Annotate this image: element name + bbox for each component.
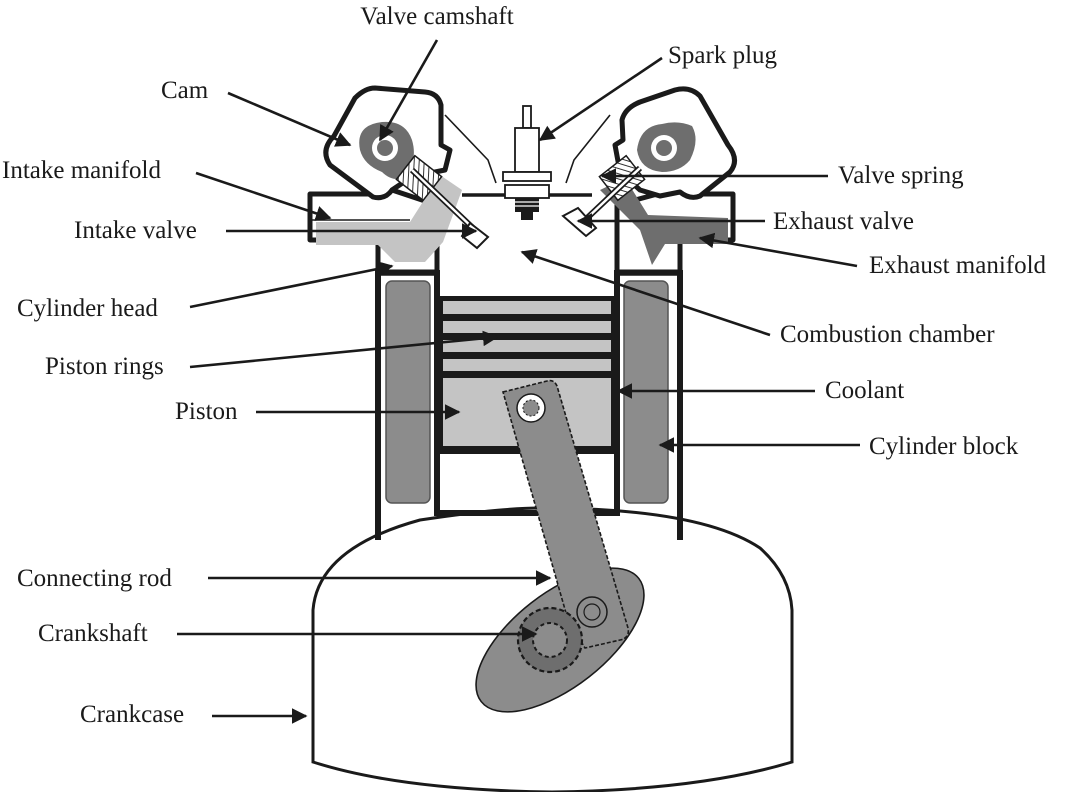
label-spark-plug: Spark plug (668, 42, 778, 69)
intake-cam (359, 121, 414, 180)
label-intake-valve: Intake valve (74, 217, 197, 244)
label-piston: Piston (175, 398, 238, 425)
connecting-rod (502, 379, 630, 649)
label-coolant: Coolant (825, 377, 904, 404)
leader-lines (177, 39, 860, 724)
label-combustion-chamber: Combustion chamber (780, 321, 995, 348)
exhaust-cam (637, 122, 696, 172)
crankshaft (516, 606, 584, 674)
label-connecting-rod: Connecting rod (17, 565, 172, 592)
label-exhaust-manifold: Exhaust manifold (869, 252, 1047, 279)
label-valve-spring: Valve spring (838, 162, 964, 189)
label-exhaust-valve: Exhaust valve (773, 208, 914, 235)
spark-plug (502, 105, 552, 220)
coolant-jacket-left (385, 280, 431, 504)
label-crankcase: Crankcase (80, 701, 184, 728)
label-piston-rings: Piston rings (45, 353, 164, 380)
label-intake-manifold: Intake manifold (2, 157, 161, 184)
exhaust-valve-spring (598, 154, 646, 202)
label-cam: Cam (161, 77, 209, 104)
label-cylinder-block: Cylinder block (869, 433, 1019, 460)
intake-manifold (316, 175, 462, 262)
label-cylinder-head: Cylinder head (17, 295, 158, 322)
label-crankshaft: Crankshaft (38, 620, 148, 647)
label-valve-camshaft: Valve camshaft (360, 3, 513, 30)
